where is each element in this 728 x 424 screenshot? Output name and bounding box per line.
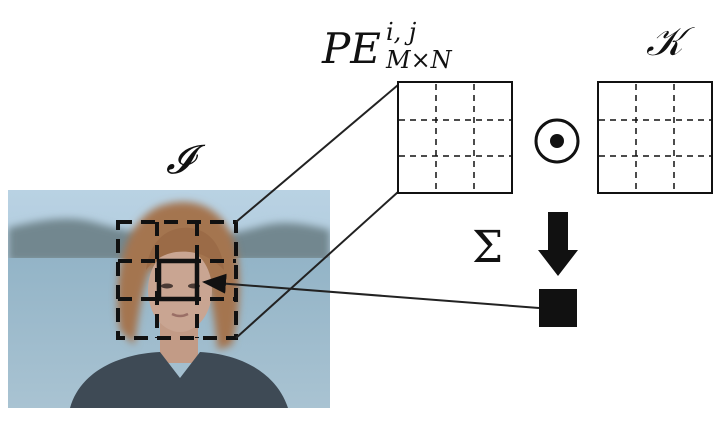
image-center-cell [156, 258, 200, 302]
pe-label-subscript: M×N [386, 46, 452, 74]
output-cell [539, 289, 577, 327]
photo-mouth [171, 312, 189, 318]
pe-label: PE i, j M×N [322, 20, 482, 80]
projection-line-top [235, 84, 399, 223]
pe-label-base: PE [322, 24, 381, 73]
projection-line-bottom [235, 191, 399, 339]
photo-sweater [70, 352, 288, 408]
kernel-label: 𝒦 [646, 19, 684, 65]
hadamard-operator-icon [534, 118, 580, 164]
photo-eye-left [161, 283, 173, 289]
sum-down-arrow-icon [538, 212, 578, 276]
photo-bangs [146, 227, 224, 270]
sum-label: Σ [472, 222, 504, 273]
image-label: 𝓘 [166, 137, 194, 183]
kernel-grid [597, 81, 713, 194]
input-photo [8, 190, 330, 408]
pe-grid [397, 81, 513, 194]
pe-label-superscript: i, j [386, 18, 417, 46]
output-to-image-arrow [202, 273, 540, 309]
